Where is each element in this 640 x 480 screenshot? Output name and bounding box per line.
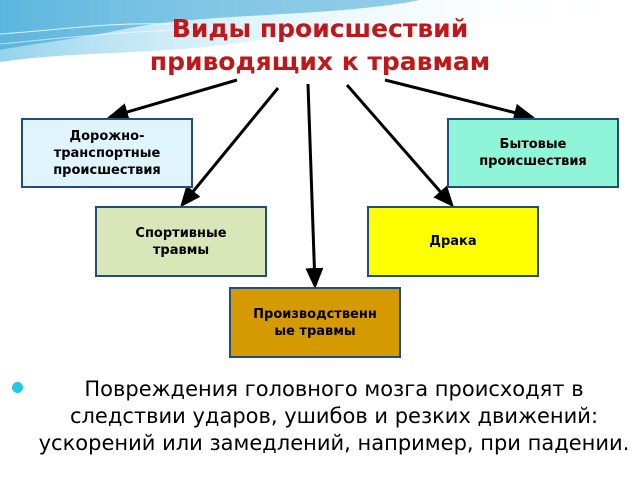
bullet-dot-icon <box>12 382 23 393</box>
arrow-to-sport <box>180 87 280 208</box>
box-household-accidents: Бытовые происшествия <box>447 118 619 188</box>
box-work-injuries: Производственн ые травмы <box>229 287 401 358</box>
background-wave-decoration <box>0 0 640 62</box>
arrow-to-home <box>384 78 535 122</box>
box-road-label: Дорожно- транспортные происшествия <box>53 128 161 178</box>
bullet-text: Повреждения головного мозга происходят в… <box>38 377 630 455</box>
title-line-1: Виды происшествий <box>171 14 469 43</box>
bullet-paragraph: Повреждения головного мозга происходят в… <box>12 376 632 457</box>
box-home-label: Бытовые происшествия <box>479 137 587 169</box>
title-line-2: приводящих к травмам <box>149 47 491 76</box>
slide-title: Виды происшествий приводящих к травмам <box>0 12 640 78</box>
box-road-accidents: Дорожно- транспортные происшествия <box>21 118 193 188</box>
box-work-label: Производственн ые травмы <box>253 306 377 339</box>
box-fight-label: Драка <box>429 234 477 249</box>
box-sport-label: Спортивные травмы <box>135 225 227 258</box>
arrow-to-work <box>305 83 324 289</box>
arrow-to-fight <box>345 84 454 208</box>
arrow-to-road <box>107 78 238 121</box>
box-sports-injuries: Спортивные травмы <box>95 206 267 277</box>
box-fight: Драка <box>367 206 539 277</box>
